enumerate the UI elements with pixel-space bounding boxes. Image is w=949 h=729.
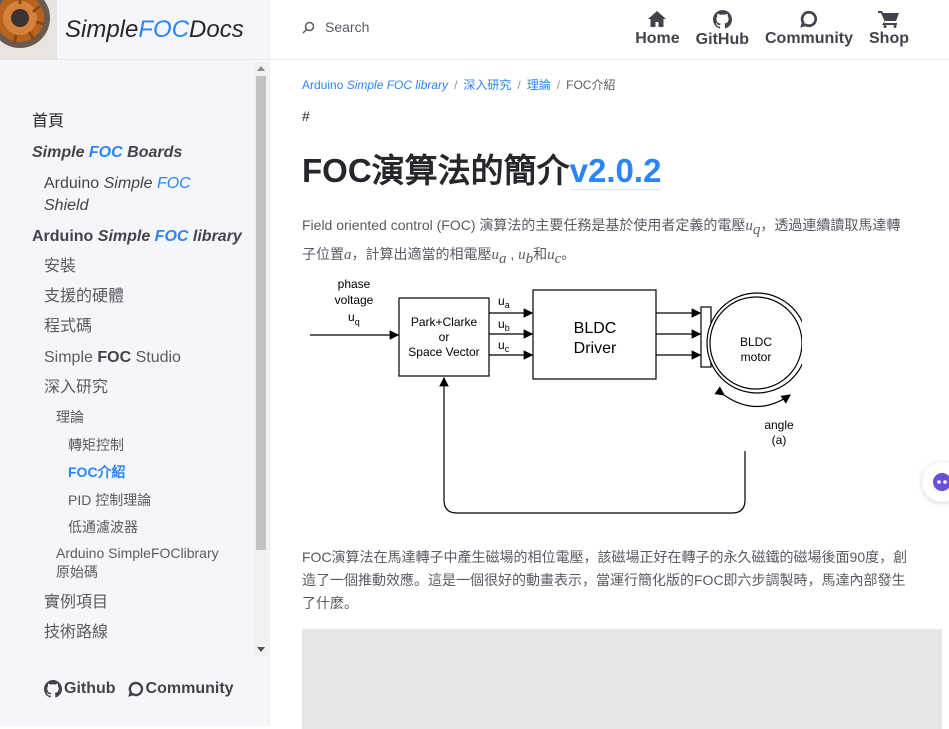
sidebar-nav: 首頁 Simple FOC Boards Arduino Simple FOC … — [0, 62, 254, 656]
sidebar-item-pid[interactable]: PID 控制理論 — [68, 492, 152, 508]
cart-icon — [878, 11, 899, 28]
discourse-icon — [127, 681, 143, 697]
angle-label-2: (a) — [772, 433, 787, 447]
ua-label: ua — [498, 294, 510, 310]
sidebar-item-studio[interactable]: Simple FOC Studio — [44, 349, 181, 366]
sidebar-footer: Github Community — [44, 680, 234, 698]
intro-paragraph: Field oriented control (FOC) 演算法的主要任務是基於… — [302, 217, 901, 267]
sidebar-item-code[interactable]: 程式碼 — [44, 318, 93, 335]
discourse-icon — [800, 10, 818, 28]
version-link[interactable]: v2.0.2 — [569, 152, 662, 190]
sidebar-item-boards[interactable]: Simple FOC Boards — [32, 144, 183, 161]
search-box[interactable]: Search — [302, 19, 369, 35]
logo-motor-image — [0, 0, 57, 60]
sidebar-item-shield[interactable]: Arduino Simple FOC Shield — [44, 175, 191, 214]
nav-community-link[interactable]: Community — [765, 10, 853, 49]
github-icon — [44, 680, 62, 698]
driver-line2: Driver — [574, 340, 617, 357]
github-icon — [712, 10, 732, 29]
sidebar-item-source[interactable]: Arduino SimpleFOClibrary 原始碼 — [56, 545, 219, 580]
scroll-thumb[interactable] — [256, 76, 266, 550]
sidebar: SimpleFOCDocs 首頁 Simple FOC Boards Ardui… — [0, 0, 270, 726]
sidebar-item-lowpass[interactable]: 低通濾波器 — [68, 519, 138, 535]
breadcrumb-separator: / — [517, 78, 521, 92]
sidebar-scrollbar[interactable] — [254, 62, 268, 656]
scroll-up-arrow-icon[interactable] — [257, 66, 265, 71]
footer-github-link[interactable]: Github — [44, 680, 116, 698]
brand-title: SimpleFOCDocs — [65, 15, 244, 43]
chat-icon — [933, 473, 949, 491]
park-clarke-block — [398, 297, 490, 377]
scroll-down-arrow-icon[interactable] — [257, 647, 265, 652]
phase-label: phase — [338, 278, 371, 291]
block1-line2: or — [439, 330, 450, 344]
breadcrumb-deep-dive[interactable]: 深入研究 — [463, 78, 512, 92]
sidebar-item-theory[interactable]: 理論 — [56, 409, 84, 425]
uc-label: uc — [498, 338, 510, 354]
top-nav: Home GitHub Community Shop — [635, 10, 909, 49]
sidebar-item-install[interactable]: 安裝 — [44, 258, 77, 275]
search-placeholder: Search — [325, 19, 370, 35]
page-title: FOC演算法的簡介v2.0.2 — [302, 144, 662, 192]
footer-community-link[interactable]: Community — [127, 680, 234, 698]
nav-github-label: GitHub — [695, 31, 749, 48]
sidebar-item-deep-dive[interactable]: 深入研究 — [44, 379, 109, 396]
voltage-label: voltage — [335, 293, 374, 307]
main-content: Arduino Simple FOC library / 深入研究 / 理論 / FOC介紹… — [302, 60, 949, 729]
angle-label-1: angle — [764, 418, 794, 432]
breadcrumb-separator: / — [556, 78, 561, 92]
chat-widget-button[interactable] — [922, 462, 949, 502]
breadcrumb-separator: / — [454, 78, 458, 92]
breadcrumb: Arduino Simple FOC library / 深入研究 / 理論 / FOC介紹 — [302, 76, 615, 93]
nav-shop-label: Shop — [869, 30, 909, 47]
top-header: Search Home GitHub Community Shop — [270, 0, 949, 60]
footer-community-label: Community — [145, 680, 234, 697]
nav-community-label: Community — [765, 30, 853, 47]
uq-label: uq — [348, 310, 360, 327]
sidebar-item-roadmap[interactable]: 技術路線 — [44, 624, 109, 641]
nav-github-link[interactable]: GitHub — [696, 10, 749, 49]
driver-line1: BLDC — [574, 320, 617, 337]
search-icon — [302, 21, 315, 34]
foc-block-diagram: phase voltage uq Park+Clarke or Space Ve… — [310, 278, 802, 514]
sidebar-item-library[interactable]: Arduino Simple FOC library — [32, 228, 242, 245]
nav-shop-link[interactable]: Shop — [869, 10, 909, 49]
motor-line2: motor — [741, 350, 772, 364]
motor-line1: BLDC — [740, 335, 772, 349]
animation-placeholder — [302, 629, 942, 729]
sidebar-item-hardware[interactable]: 支援的硬體 — [44, 288, 125, 305]
block1-line3: Space Vector — [408, 345, 479, 359]
description-paragraph: FOC演算法在馬達轉子中產生磁場的相位電壓，該磁場正好在轉子的永久磁鐵的磁場後面… — [302, 549, 908, 611]
breadcrumb-library[interactable]: Arduino Simple FOC library — [302, 78, 449, 92]
page-title-text: FOC演算法的簡介 — [302, 152, 570, 189]
site-brand[interactable]: SimpleFOCDocs — [0, 0, 269, 60]
sidebar-item-torque[interactable]: 轉矩控制 — [68, 437, 124, 453]
nav-home-link[interactable]: Home — [635, 10, 680, 49]
ub-label: ub — [498, 317, 510, 333]
sidebar-item-foc-intro[interactable]: FOC介紹 — [68, 464, 126, 480]
home-icon — [648, 11, 667, 27]
nav-home-label: Home — [635, 30, 680, 47]
bldc-driver-block — [532, 289, 657, 380]
breadcrumb-theory[interactable]: 理論 — [526, 78, 551, 92]
block1-line1: Park+Clarke — [411, 315, 478, 329]
footer-github-label: Github — [64, 680, 116, 697]
sidebar-item-examples[interactable]: 實例項目 — [44, 594, 109, 611]
sidebar-item-home[interactable]: 首頁 — [32, 113, 65, 130]
heading-anchor-link[interactable]: # — [302, 108, 310, 124]
breadcrumb-current: FOC介紹 — [566, 78, 616, 92]
